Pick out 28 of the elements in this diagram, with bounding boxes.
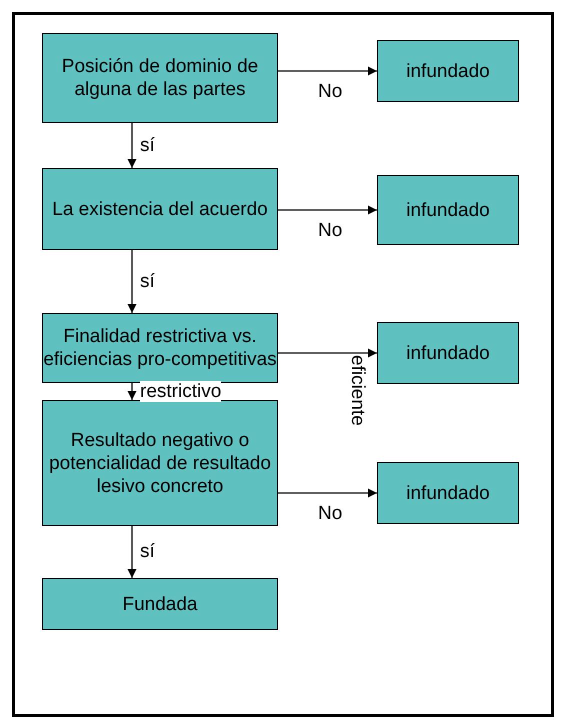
node-text: Finalidad restrictiva vs. eficiencias pro-competitivas	[43, 325, 277, 371]
node-text: infundado	[406, 198, 490, 222]
arrow	[278, 66, 377, 76]
process-box	[42, 168, 278, 250]
node-text: Fundada	[122, 592, 198, 616]
edge-label: restrictivo	[140, 380, 222, 402]
process-box	[42, 33, 278, 123]
outcome-box	[377, 462, 519, 524]
process-box	[42, 578, 278, 630]
node-text: infundado	[406, 482, 490, 504]
process-box	[42, 313, 278, 383]
node-text: infundado	[406, 342, 490, 364]
arrow	[278, 205, 377, 215]
arrow	[278, 488, 377, 498]
process-box	[42, 400, 278, 526]
arrow	[127, 250, 137, 313]
edge-label: eficiente	[347, 355, 368, 426]
node-text: Posición de dominio de alguna de las partes	[60, 55, 260, 101]
arrow	[127, 123, 137, 168]
outcome-box	[377, 175, 519, 245]
arrow	[127, 383, 137, 400]
node-text: Resultado negativo o potencialidad de resultado lesivo concreto	[48, 428, 272, 498]
arrow	[278, 348, 377, 358]
node-text: La existencia del acuerdo	[52, 198, 268, 220]
outcome-box	[377, 322, 519, 384]
arrow	[127, 526, 137, 578]
outcome-box	[377, 40, 519, 102]
node-text: infundado	[406, 60, 490, 82]
